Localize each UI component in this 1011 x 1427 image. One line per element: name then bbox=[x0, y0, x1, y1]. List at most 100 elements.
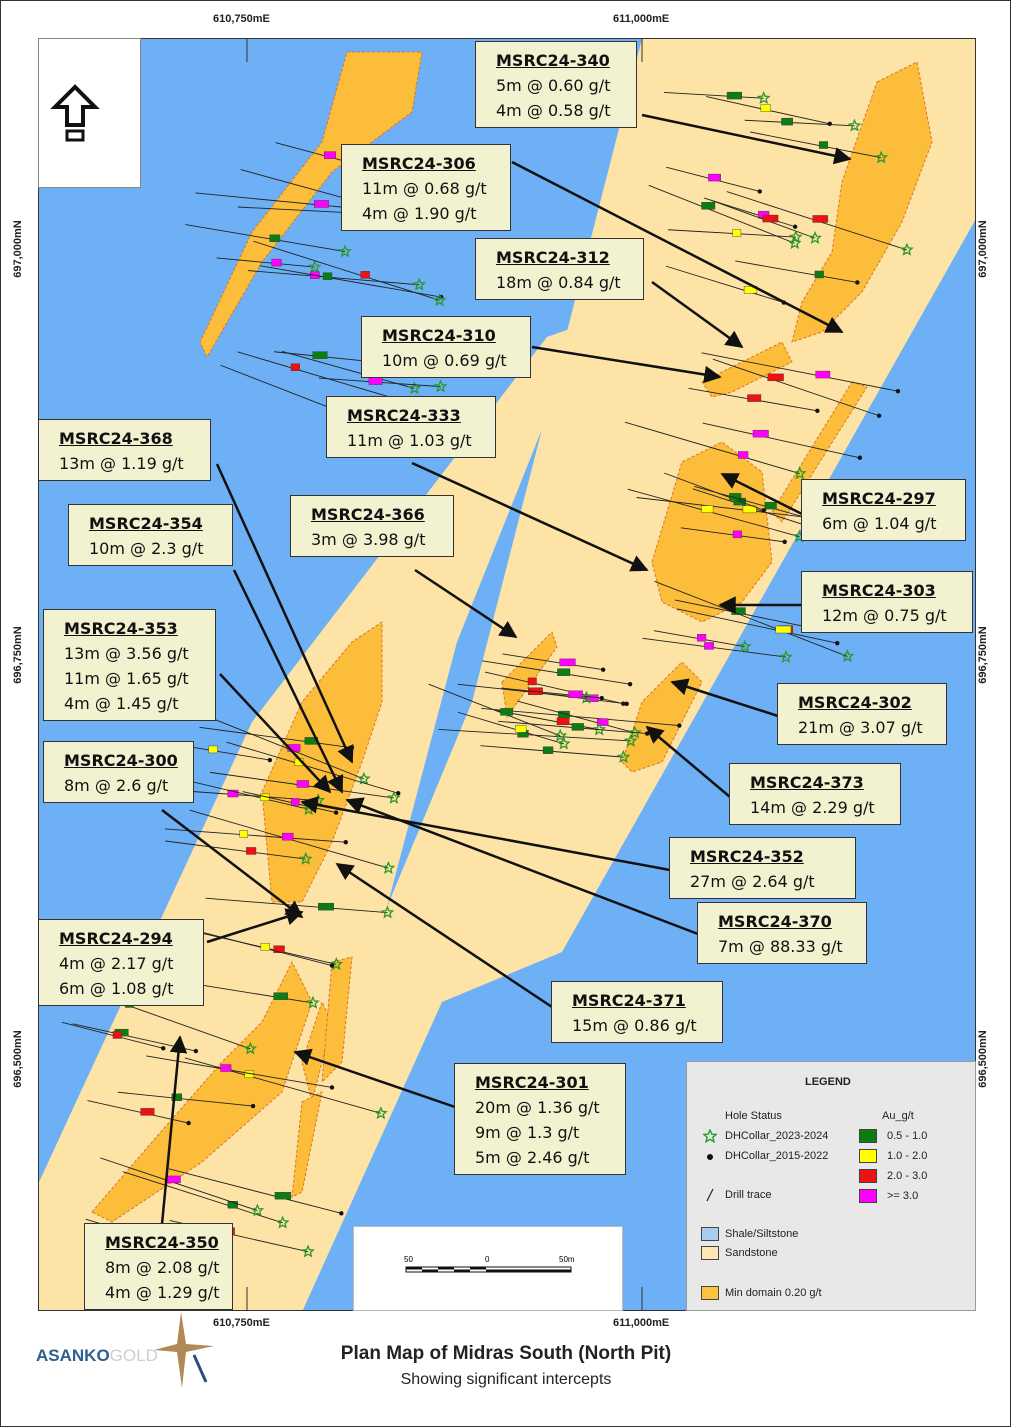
collar-star-icon bbox=[847, 118, 862, 132]
northing-label-left: 696,500mN bbox=[11, 1030, 24, 1088]
easting-label-top: 610,750mE bbox=[213, 13, 270, 25]
intercept-marker bbox=[571, 723, 584, 731]
drill-trace bbox=[216, 257, 315, 268]
collar-dot bbox=[600, 667, 606, 672]
au-class-label: 0.5 - 1.0 bbox=[887, 1130, 928, 1142]
collar-star-icon bbox=[553, 728, 568, 742]
intercept-marker bbox=[282, 832, 294, 841]
collar-star-icon bbox=[412, 277, 426, 291]
intercept-marker bbox=[568, 690, 583, 698]
drill-trace bbox=[627, 488, 800, 538]
intercept-value: 20m @ 1.36 g/t bbox=[475, 1098, 600, 1117]
hole-id: MSRC24-373 bbox=[750, 773, 864, 792]
intercept-marker bbox=[165, 1175, 181, 1184]
collar-dot bbox=[792, 224, 798, 229]
min-domain-polygon bbox=[291, 1091, 323, 1198]
intercept-marker bbox=[318, 902, 334, 911]
drill-trace bbox=[501, 687, 602, 699]
intercept-marker bbox=[269, 234, 281, 243]
intercept-marker bbox=[360, 271, 370, 279]
intercept-marker bbox=[764, 501, 777, 510]
collar-dot bbox=[757, 189, 762, 194]
drill-trace bbox=[663, 92, 764, 99]
collar-star-icon bbox=[380, 905, 395, 919]
intercept-marker bbox=[775, 625, 792, 634]
collar-star-icon bbox=[306, 995, 320, 1009]
drill-trace bbox=[281, 350, 415, 389]
au-swatch bbox=[859, 1149, 877, 1163]
intercept-marker bbox=[239, 830, 248, 838]
callout-arrow bbox=[345, 797, 699, 936]
intercept-marker bbox=[731, 607, 746, 615]
intercept-marker bbox=[274, 1191, 292, 1200]
scale-label-mid: 0 bbox=[485, 1255, 490, 1264]
collar-dot bbox=[329, 963, 335, 968]
hole-id: MSRC24-370 bbox=[718, 912, 832, 931]
intercept-marker bbox=[324, 151, 336, 159]
collar-dot bbox=[624, 701, 629, 707]
legend-drill-trace: Drill trace bbox=[725, 1189, 772, 1201]
callout-arrow bbox=[651, 280, 744, 349]
collar-dot bbox=[339, 1211, 344, 1216]
intercept-marker bbox=[140, 1108, 155, 1116]
callout-arrow bbox=[645, 725, 731, 798]
drill-trace bbox=[259, 265, 442, 298]
au-class-label: >= 3.0 bbox=[887, 1190, 919, 1202]
logo-star-icon bbox=[154, 1312, 214, 1388]
drill-trace bbox=[749, 131, 882, 159]
star-icon bbox=[703, 1129, 717, 1143]
drill-trace bbox=[701, 352, 898, 392]
callout-arrow bbox=[641, 113, 852, 165]
coordinate-grid bbox=[246, 39, 643, 1310]
collar-star-icon bbox=[432, 293, 447, 307]
dot-icon bbox=[707, 1154, 713, 1160]
intercept-value: 12m @ 0.75 g/t bbox=[822, 606, 947, 625]
collar-star-icon bbox=[381, 860, 396, 874]
intercept-marker bbox=[220, 1064, 232, 1072]
northing-label-left: 697,000mN bbox=[11, 220, 24, 278]
collar-star-icon bbox=[623, 733, 638, 747]
collar-star-icon bbox=[616, 749, 631, 763]
collar-dot bbox=[193, 1048, 199, 1054]
drill-trace bbox=[184, 982, 313, 1004]
callout-arrow bbox=[670, 678, 779, 718]
collar-dot bbox=[857, 455, 863, 460]
collar-star-icon bbox=[779, 649, 793, 663]
hole-id: MSRC24-302 bbox=[798, 693, 912, 712]
drill-trace bbox=[481, 707, 680, 727]
collar-star-icon bbox=[592, 722, 606, 736]
intercept-marker bbox=[762, 214, 779, 223]
drill-trace bbox=[253, 240, 440, 301]
drill-trace bbox=[648, 184, 795, 244]
collar-star-icon bbox=[275, 1215, 290, 1229]
min-domain-polygon bbox=[199, 51, 423, 359]
intercept-value: 10m @ 0.69 g/t bbox=[382, 351, 507, 370]
intercept-value: 15m @ 0.86 g/t bbox=[572, 1016, 697, 1035]
intercept-value: 9m @ 1.3 g/t bbox=[475, 1123, 580, 1142]
logo-brand: ASANKO bbox=[36, 1346, 110, 1365]
hole-id: MSRC24-294 bbox=[59, 929, 173, 948]
au-swatch bbox=[859, 1129, 877, 1143]
domain-swatch bbox=[701, 1286, 719, 1300]
intercept-marker bbox=[726, 91, 742, 100]
drill-trace bbox=[712, 358, 880, 417]
drill-trace bbox=[199, 726, 352, 749]
hole-id: MSRC24-300 bbox=[64, 751, 178, 770]
intercept-marker bbox=[273, 945, 285, 954]
intercept-marker bbox=[290, 798, 300, 806]
intercept-value: 27m @ 2.64 g/t bbox=[690, 872, 815, 891]
collar-star-icon bbox=[792, 466, 807, 480]
intercept-value: 4m @ 1.29 g/t bbox=[105, 1283, 220, 1302]
collar-dot bbox=[627, 681, 633, 687]
intercept-marker bbox=[556, 717, 570, 725]
intercept-marker bbox=[818, 141, 829, 149]
hole-id: MSRC24-353 bbox=[64, 619, 178, 638]
